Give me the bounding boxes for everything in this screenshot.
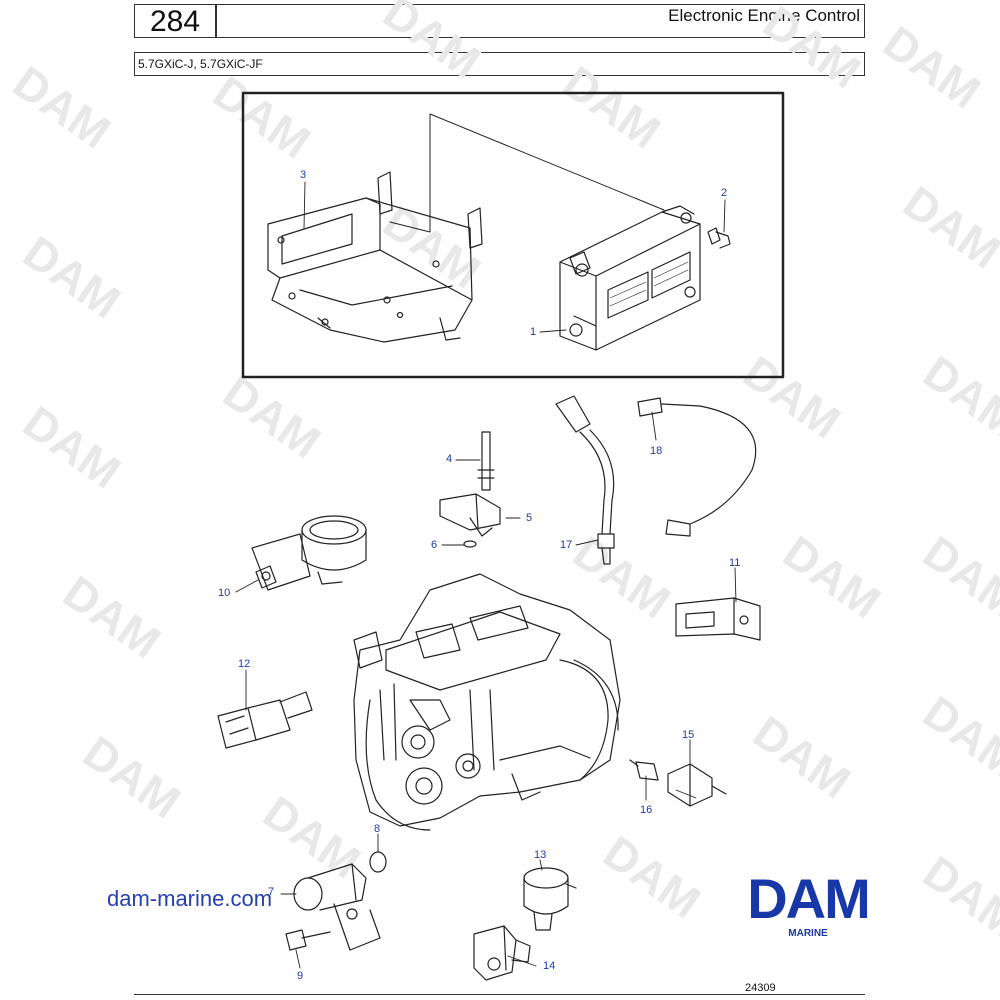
callout-leaders [235, 181, 737, 969]
assembly-line [389, 113, 665, 233]
callout-2: 2 [721, 187, 728, 199]
callout-9: 9 [297, 970, 304, 982]
logo-text: DAM [747, 867, 871, 930]
logo-subtext: MARINE [788, 928, 828, 939]
connector-14 [473, 925, 531, 981]
title-box: Electronic Engine Control [216, 4, 865, 38]
model-list: 5.7GXiC-J, 5.7GXiC-JF [138, 57, 263, 71]
stud-sensor-assembly [439, 431, 501, 548]
ecu-inset-frame [241, 91, 785, 379]
callout-5: 5 [526, 512, 533, 524]
callout-17: 17 [560, 539, 573, 551]
website-link[interactable]: dam-marine.com [107, 886, 273, 911]
callout-10: 10 [218, 587, 231, 599]
page-title: Electronic Engine Control [668, 6, 860, 25]
adapter-16 [629, 759, 659, 781]
page-number: 284 [149, 5, 201, 38]
dam-logo: DAM MARINE [718, 867, 898, 944]
ecu-unit [559, 205, 701, 351]
lambda-sensor-18 [637, 397, 757, 537]
ecu-bracket [267, 171, 483, 343]
sensor-7 [293, 863, 381, 951]
o-ring-8 [369, 851, 387, 873]
callout-11: 11 [729, 557, 741, 569]
callout-6: 6 [431, 539, 438, 551]
callout-4: 4 [446, 453, 453, 465]
bolt-9 [285, 929, 331, 951]
callout-16: 16 [640, 804, 653, 816]
engine-assembly [353, 573, 621, 831]
knock-sensor-13 [523, 867, 577, 931]
callout-13: 13 [534, 849, 547, 861]
callout-3: 3 [300, 169, 307, 181]
lambda-sensor-17 [555, 395, 615, 565]
callout-8: 8 [374, 823, 381, 835]
sensor-11 [675, 597, 761, 641]
model-box: 5.7GXiC-J, 5.7GXiC-JF [134, 52, 865, 76]
callout-18: 18 [650, 445, 663, 457]
temperature-sensor-12 [217, 691, 313, 749]
callout-7: 7 [268, 886, 275, 898]
pressure-sensor-15 [667, 763, 727, 807]
callout-15: 15 [682, 729, 695, 741]
figure-number: 24309 [745, 982, 776, 994]
page-number-box: 284 [134, 4, 216, 38]
callout-14: 14 [543, 960, 556, 972]
footer-rule [134, 994, 865, 995]
callout-1: 1 [530, 326, 537, 338]
callout-12: 12 [238, 658, 251, 670]
throttle-body [251, 515, 367, 591]
ecu-bolt [707, 227, 731, 249]
